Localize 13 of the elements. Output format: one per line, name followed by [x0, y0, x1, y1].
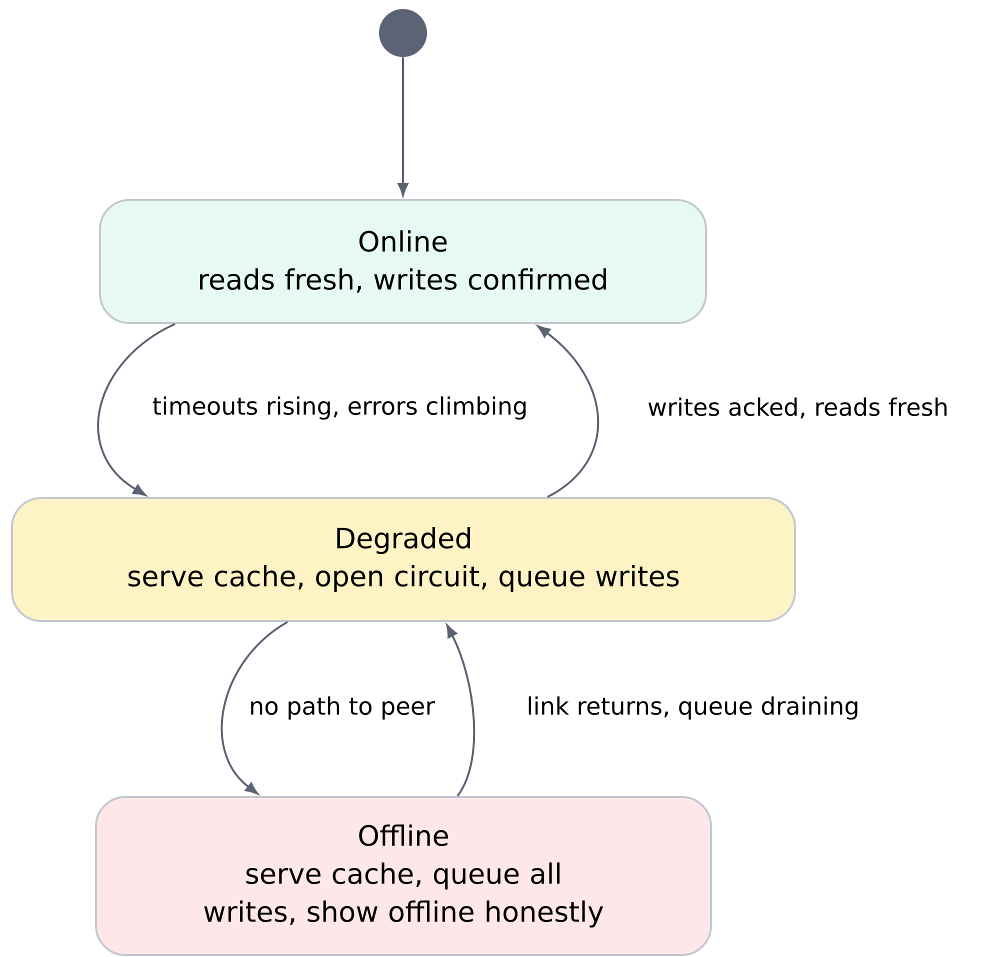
arrow [97, 323, 176, 496]
state-box: Degraded serve cache, open circuit, queue writes [11, 497, 796, 622]
edge-label: writes acked, reads fresh [644, 394, 952, 422]
arrow [537, 325, 600, 498]
edge-label: no path to peer [246, 694, 438, 722]
arrow [398, 57, 408, 196]
start-dot [379, 9, 427, 57]
edge-label: timeouts rising, errors climbing [150, 394, 530, 422]
state-box: Offline serve cache, queue all writes, show offline honestly [95, 796, 712, 956]
edge-label: link returns, queue draining [524, 694, 862, 722]
arrow [221, 621, 288, 794]
arrow [446, 624, 476, 797]
state-box: Online reads fresh, writes confirmed [99, 199, 707, 324]
